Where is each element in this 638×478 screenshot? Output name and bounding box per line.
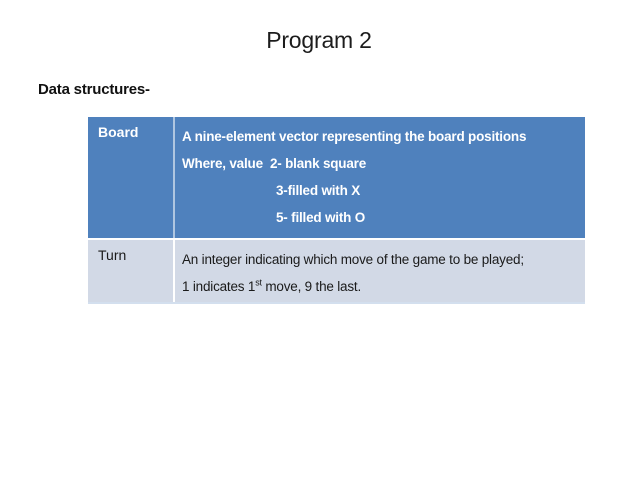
board-desc-line-1: A nine-element vector representing the b… [182,129,527,144]
turn-desc-line-2: 1 indicates 1st move, 9 the last. [182,273,585,300]
board-description-cell: A nine-element vector representing the b… [175,117,585,238]
turn-desc-line-1: An integer indicating which move of the … [182,252,524,267]
turn-description-cell: An integer indicating which move of the … [175,240,585,302]
board-desc-line-2: Where, value 2- blank square [182,156,367,171]
turn-line2-superscript: st [255,277,262,288]
board-desc-line-4: 5- filled with O [276,210,366,225]
table-row-board: Board A nine-element vector representing… [88,117,585,240]
slide-title: Program 2 [266,27,372,53]
board-term-cell: Board [88,117,175,238]
data-structures-table: Board A nine-element vector representing… [88,117,585,304]
turn-term-cell: Turn [88,240,175,302]
table-row-turn: Turn An integer indicating which move of… [88,240,585,304]
turn-line2-suffix: move, 9 the last. [261,279,362,294]
section-heading: Data structures- [38,81,150,98]
turn-line2-prefix: 1 indicates 1 [182,279,256,294]
board-desc-line-3: 3-filled with X [276,183,361,198]
